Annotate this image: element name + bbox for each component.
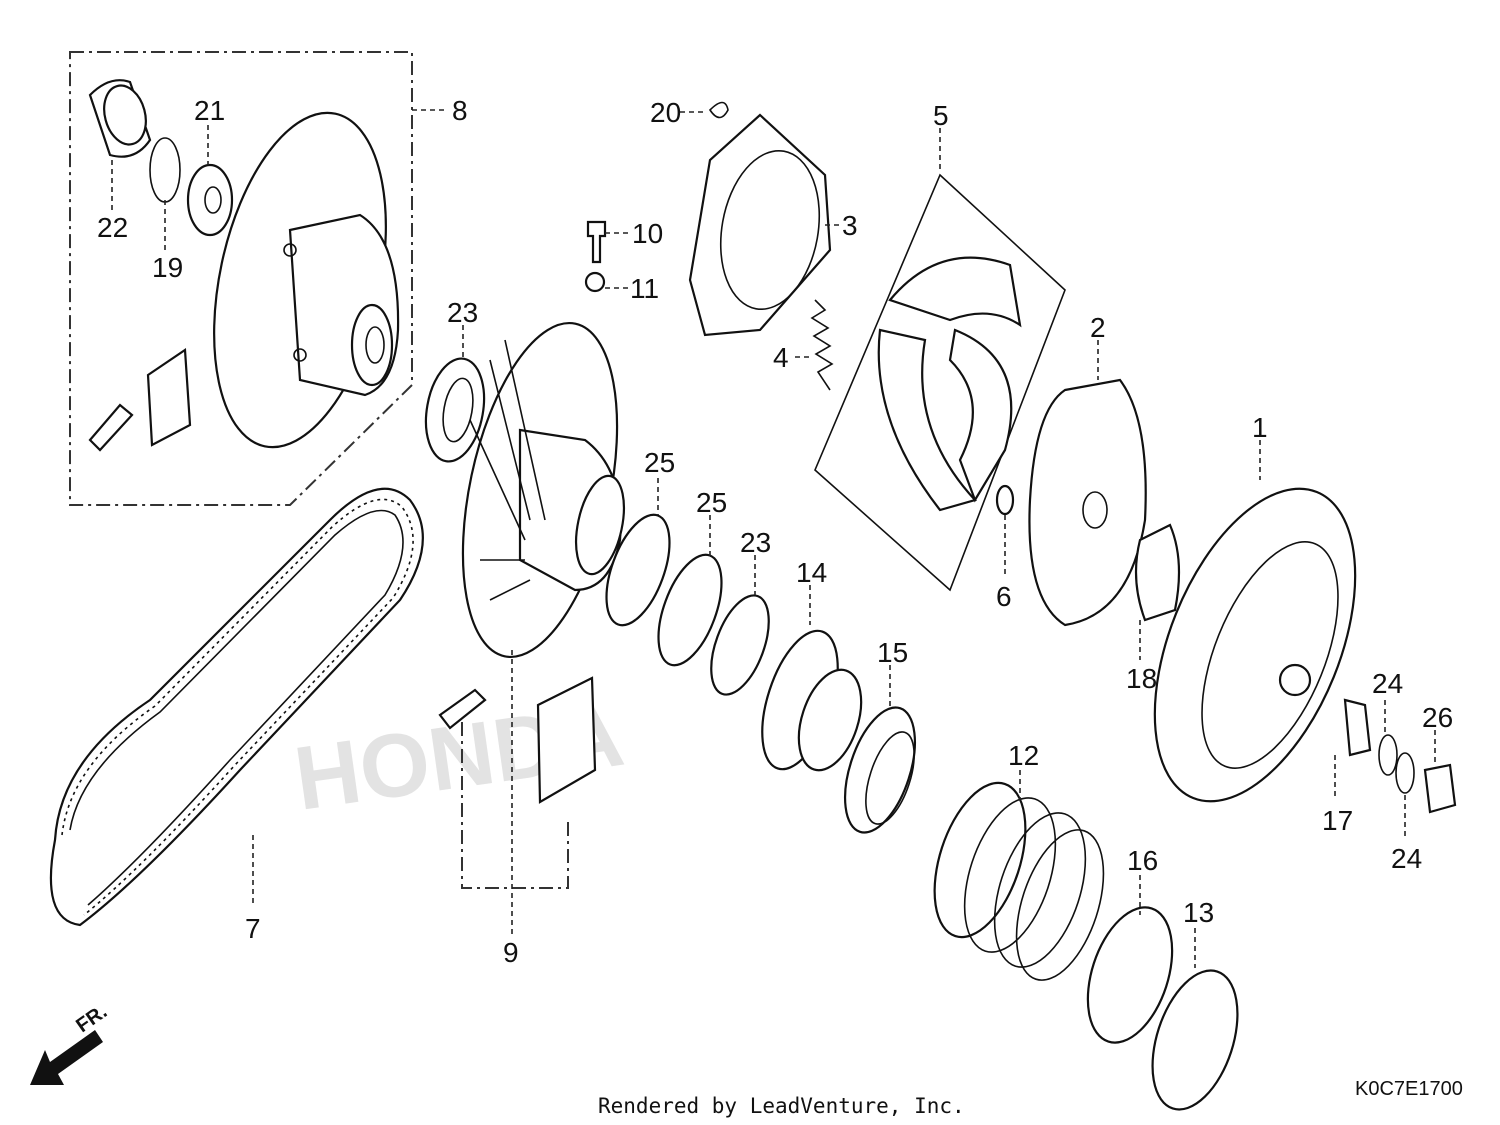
callout-12: 12 [1008,740,1039,771]
callout-2: 2 [1090,312,1106,343]
driven-face-spring [933,781,1105,981]
callout-23-left: 23 [447,297,478,328]
washer-b [1151,969,1239,1111]
callout-11: 11 [630,273,659,304]
oil-seal [424,357,486,463]
callout-23-right: 23 [740,527,771,558]
front-direction-arrow: FR. [30,1001,111,1085]
callout-10: 10 [632,218,663,249]
callout-25-left: 25 [644,447,675,478]
front-direction-label: FR. [72,1001,111,1038]
callout-5: 5 [933,100,949,131]
grease-packet [146,348,192,447]
guide-pin [88,403,134,452]
driven-face-assembly [213,111,400,449]
washer-6 [995,484,1015,516]
callout-14: 14 [796,557,827,588]
callout-15: 15 [877,637,908,668]
group-box-5 [814,173,1066,592]
callout-26: 26 [1422,702,1453,733]
callout-22: 22 [97,212,128,243]
callout-8: 8 [452,95,468,126]
nut [584,271,606,293]
center-bolt [1343,698,1372,757]
o-ring-24b [1395,752,1415,794]
circlip [149,137,181,203]
group-box-8 [69,51,413,506]
clutch-shoes [877,256,1022,512]
callout-6: 6 [996,581,1012,612]
radial-bearing [186,163,234,237]
group-box-9 [461,722,569,889]
callout-18: 18 [1126,663,1157,694]
driven-pulley-face [461,321,625,659]
callout-24-top: 24 [1372,668,1403,699]
drive-belt [49,487,424,927]
callout-21: 21 [194,95,225,126]
drive-plate [1028,378,1147,627]
callout-3: 3 [842,210,858,241]
callout-9: 9 [503,937,519,968]
callout-20: 20 [650,97,681,128]
credit-line: Rendered by LeadVenture, Inc. [598,1094,965,1118]
callout-19: 19 [152,252,183,283]
oil-seal-b [710,594,770,696]
callout-1: 1 [1252,412,1268,443]
callout-7: 7 [245,913,261,944]
clutch-spring [810,299,834,391]
clutch-nut [1134,523,1181,622]
callout-24-bottom: 24 [1391,843,1422,874]
snap-clip [708,101,729,119]
flange-nut [1423,763,1457,814]
seal-collar [761,629,863,772]
callout-17: 17 [1322,805,1353,836]
seal-collar-pin [438,688,487,730]
callout-13: 13 [1183,897,1214,928]
spring-seat [844,706,916,834]
washer-a [1086,906,1174,1044]
bolt [586,220,607,264]
grease-packet-9 [536,676,597,804]
diagram-code: K0C7E1700 [1355,1078,1463,1100]
needle-bearing [88,79,152,158]
clutch-plate [688,113,832,337]
callout-16: 16 [1127,845,1158,876]
o-ring-24a [1378,734,1398,776]
o-ring-a [605,513,671,627]
callout-25-right: 25 [696,487,727,518]
clutch-outer [1153,487,1357,803]
leader-lines [111,109,1436,968]
callout-4: 4 [773,342,789,373]
